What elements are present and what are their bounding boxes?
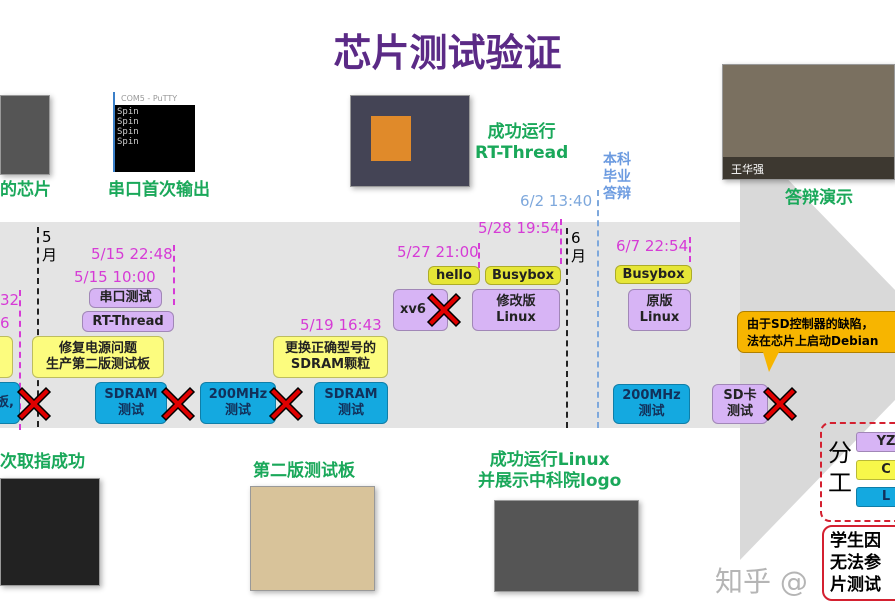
original-linux-box: 原版 Linux — [628, 289, 691, 331]
board-v2-photo — [250, 486, 375, 591]
putty-line: Spin — [117, 137, 139, 147]
putty-line: Spin — [117, 127, 139, 137]
timestamp: 32 — [0, 291, 20, 309]
modified-linux-box: 修改版 Linux — [472, 289, 560, 331]
division-row: C — [856, 460, 895, 480]
linux-logo-photo — [494, 500, 639, 592]
june-label: 6 月 — [571, 229, 587, 265]
division-panel: 分 工 YZ C L — [820, 422, 895, 522]
fix-power-box: 修复电源问题 生产第二版测试板 — [32, 336, 164, 378]
putty-window: COM5 - PuTTY Spin Spin Spin Spin — [113, 92, 195, 172]
division-label: 分 工 — [828, 439, 852, 497]
timestamp: 5/27 21:00 — [397, 243, 479, 261]
caption-first-fetch: 次取指成功 — [0, 452, 85, 472]
caption-chips: 的芯片 — [0, 180, 51, 200]
chips-photo — [0, 95, 50, 175]
left-blue-box: 板, — [0, 382, 20, 424]
putty-title: COM5 - PuTTY — [115, 92, 195, 105]
graduation-line — [597, 190, 599, 428]
hello-box: hello — [428, 266, 480, 285]
fail-x-icon — [16, 386, 52, 422]
xv6-box: xv6 — [393, 289, 448, 331]
fail-x-icon — [268, 386, 304, 422]
caption-serial-first: 串口首次输出 — [108, 180, 210, 200]
busybox-box: Busybox — [485, 266, 561, 285]
putty-line: Spin — [117, 107, 139, 117]
graduation-label: 本科 毕业 答辩 — [603, 152, 631, 202]
oscilloscope-photo — [0, 478, 100, 586]
putty-line: Spin — [117, 117, 139, 127]
sd-card-test-box: SD卡 测试 — [712, 384, 768, 424]
fail-x-icon — [762, 386, 798, 422]
serial-test-box: 串口测试 — [89, 288, 162, 308]
sdram-test-box-2: SDRAM 测试 — [314, 382, 388, 424]
busybox-box-2: Busybox — [615, 265, 692, 284]
may-label: 5 月 — [42, 228, 58, 264]
may-line — [37, 227, 39, 427]
timestamp: 6 — [0, 314, 10, 332]
rt-thread-box: RT-Thread — [82, 311, 174, 332]
caption-defense-demo: 答辩演示 — [785, 188, 853, 208]
fail-x-icon — [160, 386, 196, 422]
video-feed: 王华强 — [722, 64, 895, 180]
timestamp: 5/19 16:43 — [300, 316, 382, 334]
200mhz-test-box: 200MHz 测试 — [200, 382, 276, 424]
200mhz-test-box-2: 200MHz 测试 — [613, 384, 690, 424]
page-title: 芯片测试验证 — [333, 31, 562, 75]
graduation-time: 6/2 13:40 — [520, 192, 593, 210]
sdram-test-box: SDRAM 测试 — [95, 382, 167, 424]
june-line — [566, 228, 568, 428]
timestamp: 5/28 19:54 — [478, 219, 560, 237]
student-note: 学生因 无法参 片测试 — [822, 525, 895, 601]
callout-pointer — [763, 352, 779, 372]
sd-defect-callout: 由于SD控制器的缺陷， 法在芯片上启动Debian — [737, 311, 895, 353]
rt-thread-photo — [350, 95, 470, 187]
watermark: 知乎 @ — [715, 565, 808, 598]
caption-board-v2: 第二版测试板 — [253, 461, 355, 481]
video-name: 王华强 — [723, 157, 894, 179]
timestamp: 6/7 22:54 — [616, 237, 689, 255]
timestamp: 5/15 22:48 — [91, 245, 173, 263]
left-yellow-box — [0, 336, 13, 378]
fail-x-icon — [426, 292, 462, 328]
replace-sdram-box: 更换正确型号的 SDRAM颗粒 — [273, 336, 388, 378]
timestamp: 5/15 10:00 — [74, 268, 156, 286]
caption-linux-run: 成功运行Linux 并展示中科院logo — [478, 450, 622, 491]
caption-rt-thread: 成功运行 RT-Thread — [475, 122, 569, 163]
division-row: L — [856, 487, 895, 507]
division-row: YZ — [856, 432, 895, 452]
